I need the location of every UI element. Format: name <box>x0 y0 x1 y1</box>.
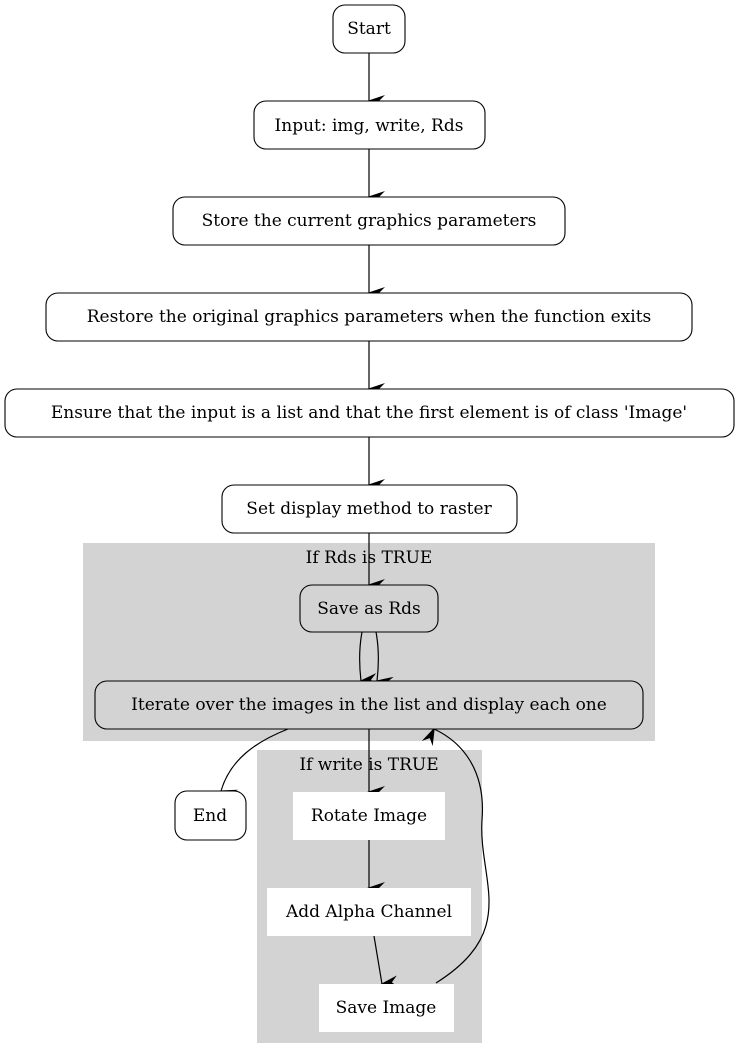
node-end-label: End <box>193 806 227 826</box>
node-save-rds: Save as Rds <box>299 584 439 633</box>
node-start: Start <box>332 4 406 54</box>
node-input-label: Input: img, write, Rds <box>275 116 464 136</box>
node-display: Set display method to raster <box>221 484 518 534</box>
edge-iterate-end <box>219 728 289 802</box>
node-iterate-label: Iterate over the images in the list and … <box>131 695 607 715</box>
node-restore-label: Restore the original graphics parameters… <box>87 307 652 327</box>
edge-saverds-iterate-b <box>375 631 394 689</box>
node-restore: Restore the original graphics parameters… <box>45 292 693 342</box>
edge-saveimage-iterate <box>421 727 490 984</box>
node-store-label: Store the current graphics parameters <box>202 211 537 231</box>
node-ensure: Ensure that the input is a list and that… <box>4 388 735 438</box>
node-save-image: Save Image <box>319 984 454 1032</box>
node-start-label: Start <box>347 19 391 39</box>
node-alpha: Add Alpha Channel <box>267 888 471 936</box>
node-store: Store the current graphics parameters <box>172 196 566 246</box>
node-display-label: Set display method to raster <box>246 499 492 519</box>
node-rotate-label: Rotate Image <box>311 806 427 826</box>
node-alpha-label: Add Alpha Channel <box>285 902 452 922</box>
edges <box>219 53 490 988</box>
node-ensure-label: Ensure that the input is a list and that… <box>51 403 687 423</box>
edge-alpha-saveimage <box>373 935 399 988</box>
edge-saverds-iterate-a <box>359 631 378 686</box>
node-rotate: Rotate Image <box>293 792 445 840</box>
node-save-image-label: Save Image <box>336 998 437 1018</box>
node-iterate: Iterate over the images in the list and … <box>94 680 644 730</box>
node-input: Input: img, write, Rds <box>253 100 486 150</box>
node-save-rds-label: Save as Rds <box>317 599 421 619</box>
node-end: End <box>174 790 247 841</box>
